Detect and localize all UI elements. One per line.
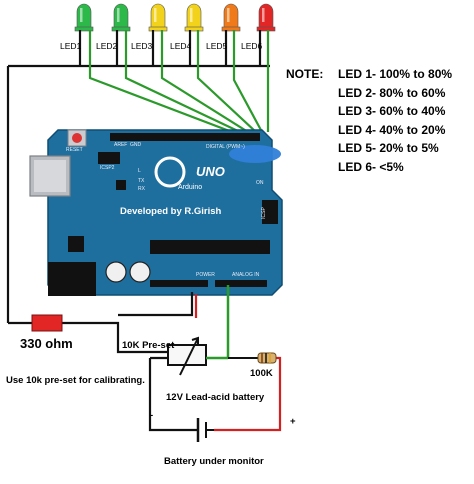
- resistor-330-ohm: [31, 314, 63, 332]
- led-4-label: LED4: [170, 41, 192, 51]
- gnd-label: GND: [130, 142, 142, 148]
- digital-label: DIGITAL (PWM~): [206, 144, 245, 150]
- led-6-bulb: [256, 3, 276, 32]
- led-array: [74, 3, 276, 32]
- arduino-board: [29, 129, 283, 296]
- note-title: NOTE:: [286, 67, 324, 81]
- led-signal-wires: [88, 30, 270, 134]
- battery-caption: Battery under monitor: [164, 456, 264, 467]
- led-3-bulb: [148, 3, 168, 32]
- led-6-label: LED6: [241, 41, 263, 51]
- battery-minus: -: [150, 410, 154, 421]
- led-3-label: LED3: [131, 41, 153, 51]
- note-item: LED 6- <5%: [338, 159, 404, 174]
- preset-10k: [167, 336, 228, 376]
- led-4-bulb: [184, 3, 204, 32]
- icsp2-label: ICSP2: [100, 165, 115, 171]
- preset-label: 10K Pre-set: [122, 340, 175, 351]
- aref-label: AREF: [114, 142, 128, 148]
- resistor-330-label: 330 ohm: [20, 336, 73, 351]
- uno-logo-text: UNO: [196, 164, 225, 179]
- led-1-bulb: [74, 3, 94, 32]
- tx-label: TX: [138, 178, 145, 184]
- battery-label: 12V Lead-acid battery: [166, 392, 265, 403]
- led-1-label: LED1: [60, 41, 82, 51]
- led-ground-wires: [6, 30, 270, 325]
- analog-label: ANALOG IN: [232, 272, 260, 278]
- battery-plus: +: [290, 416, 296, 427]
- reset-label: RESET: [66, 147, 83, 153]
- power-label: POWER: [196, 272, 215, 278]
- led-5-bulb: [221, 3, 241, 32]
- arduino-brand: Arduino: [178, 184, 203, 191]
- note-item: LED 1- 100% to 80%: [338, 67, 453, 81]
- led-5-label: LED5: [206, 41, 228, 51]
- note-item: LED 4- 40% to 20%: [338, 122, 446, 137]
- note-item: LED 5- 20% to 5%: [338, 141, 439, 155]
- rx-label: RX: [138, 186, 145, 192]
- note-item: LED 3- 60% to 40%: [338, 104, 446, 118]
- note-item: LED 2- 80% to 60%: [338, 85, 446, 100]
- battery-symbol: [196, 418, 214, 442]
- resistor-100k: [228, 352, 277, 364]
- led-2-bulb: [111, 3, 131, 32]
- calibration-note: Use 10k pre-set for calibrating.: [6, 375, 145, 386]
- on-label: ON: [256, 180, 264, 186]
- led-2-label: LED2: [96, 41, 118, 51]
- developer-text: Developed by R.Girish: [120, 206, 222, 217]
- ground-wire: [62, 292, 198, 432]
- l-label: L: [138, 168, 141, 174]
- icsp-label: ICSP: [260, 207, 267, 219]
- resistor-100k-label: 100K: [250, 368, 273, 379]
